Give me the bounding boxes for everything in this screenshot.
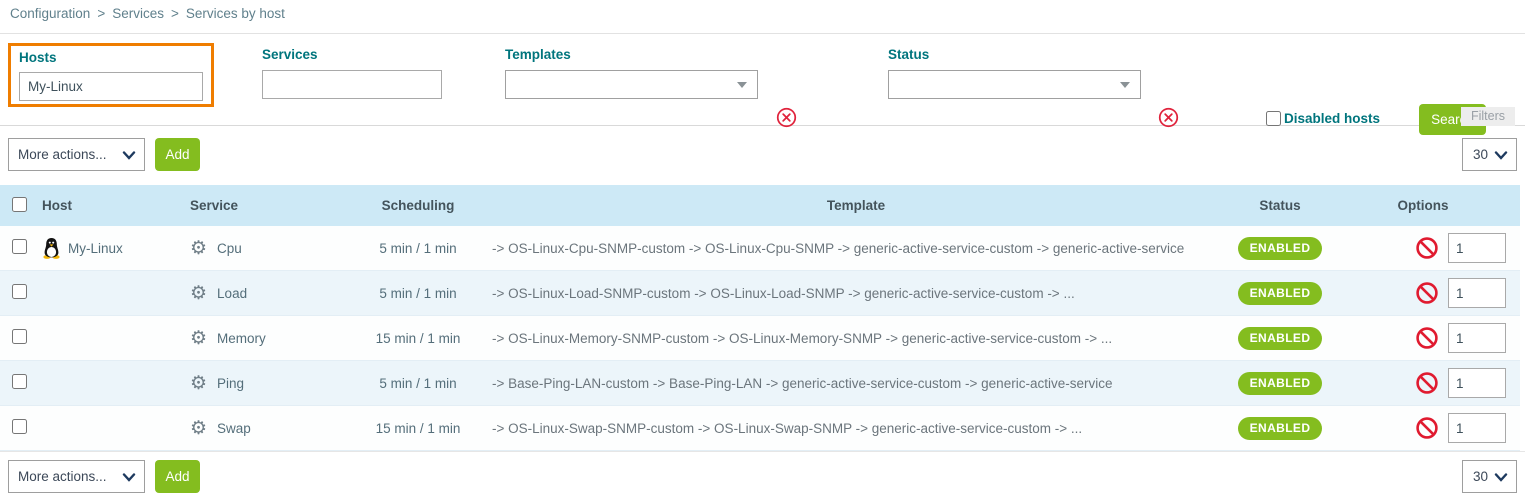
template-chain: -> OS-Linux-Swap-SNMP-custom -> OS-Linux…	[492, 420, 1083, 436]
breadcrumb: Configuration > Services > Services by host	[10, 6, 285, 21]
no-entry-icon[interactable]	[1415, 416, 1439, 440]
services-table: Host Service Scheduling Template Status …	[0, 185, 1520, 451]
breadcrumb-separator: >	[97, 6, 106, 21]
circled-x-icon[interactable]	[1158, 107, 1179, 128]
service-name[interactable]: Cpu	[217, 240, 242, 256]
no-entry-icon[interactable]	[1415, 236, 1439, 260]
status-badge: ENABLED	[1237, 416, 1323, 440]
status-badge: ENABLED	[1237, 236, 1323, 260]
column-header-status[interactable]: Status	[1259, 198, 1301, 213]
no-entry-icon[interactable]	[1415, 281, 1439, 305]
status-badge: ENABLED	[1237, 281, 1323, 305]
template-chain: -> Base-Ping-LAN-custom -> Base-Ping-LAN…	[492, 375, 1113, 391]
templates-filter-select[interactable]	[505, 70, 758, 99]
filter-panel: Hosts Services Templates Status Disabled…	[0, 34, 1525, 135]
row-checkbox[interactable]	[12, 374, 27, 389]
linux-tux-icon	[43, 238, 60, 259]
disabled-hosts-checkbox-wrap[interactable]: Disabled hosts	[1266, 111, 1380, 126]
column-header-template[interactable]: Template	[826, 198, 886, 213]
gear-icon: ⚙	[190, 282, 208, 304]
status-badge: ENABLED	[1237, 371, 1323, 395]
caret-down-icon	[1120, 82, 1130, 88]
hosts-filter-input[interactable]	[19, 72, 203, 101]
table-row: ⚙ Swap 15 min / 1 min -> OS-Linux-Swap-S…	[0, 406, 1520, 451]
breadcrumb-services-by-host[interactable]: Services by host	[185, 6, 285, 21]
template-chain: -> OS-Linux-Load-SNMP-custom -> OS-Linux…	[492, 285, 1075, 301]
options-count-input[interactable]	[1448, 413, 1506, 443]
status-filter-label: Status	[888, 47, 930, 62]
template-chain: -> OS-Linux-Memory-SNMP-custom -> OS-Lin…	[492, 330, 1113, 346]
hosts-filter-highlight: Hosts	[8, 43, 214, 107]
gear-icon: ⚙	[190, 237, 208, 259]
select-all-checkbox[interactable]	[12, 196, 27, 212]
table-row: My-Linux ⚙ Cpu 5 min / 1 min -> OS-Linux…	[0, 226, 1520, 271]
breadcrumb-services[interactable]: Services	[112, 6, 164, 21]
status-filter-select[interactable]	[888, 70, 1141, 99]
caret-down-icon	[737, 82, 747, 88]
toolbar-top: More actions... Add 30	[0, 126, 1525, 185]
options-count-input[interactable]	[1448, 323, 1506, 353]
row-checkbox[interactable]	[12, 284, 27, 299]
no-entry-icon[interactable]	[1415, 371, 1439, 395]
column-header-host[interactable]: Host	[42, 198, 72, 213]
table-body: My-Linux ⚙ Cpu 5 min / 1 min -> OS-Linux…	[0, 226, 1520, 451]
templates-filter-label: Templates	[505, 47, 571, 62]
more-actions-select[interactable]: More actions...	[8, 460, 145, 493]
row-checkbox[interactable]	[12, 419, 27, 434]
scheduling-value: 15 min / 1 min	[375, 420, 461, 436]
page-size-select[interactable]: 30	[1462, 460, 1517, 493]
table-row: ⚙ Load 5 min / 1 min -> OS-Linux-Load-SN…	[0, 271, 1520, 316]
table-row: ⚙ Memory 15 min / 1 min -> OS-Linux-Memo…	[0, 316, 1520, 361]
service-name[interactable]: Memory	[217, 330, 266, 346]
service-name[interactable]: Load	[217, 285, 248, 301]
row-checkbox[interactable]	[12, 239, 27, 254]
host-name[interactable]: My-Linux	[68, 240, 123, 256]
no-entry-icon[interactable]	[1415, 326, 1439, 350]
row-checkbox[interactable]	[12, 329, 27, 344]
hosts-filter-label: Hosts	[19, 50, 57, 65]
breadcrumb-configuration[interactable]: Configuration	[10, 6, 91, 21]
circled-x-icon[interactable]	[776, 107, 797, 128]
filters-tab-label: Filters	[1460, 107, 1515, 126]
column-header-service[interactable]: Service	[190, 198, 239, 213]
services-filter-input[interactable]	[262, 70, 442, 99]
more-actions-select[interactable]: More actions...	[8, 138, 145, 171]
gear-icon: ⚙	[190, 327, 208, 349]
gear-icon: ⚙	[190, 372, 208, 394]
service-name[interactable]: Ping	[217, 375, 245, 391]
template-chain: -> OS-Linux-Cpu-SNMP-custom -> OS-Linux-…	[492, 240, 1185, 256]
options-count-input[interactable]	[1448, 233, 1506, 263]
toolbar-bottom: More actions... Add 30	[0, 451, 1525, 497]
scheduling-value: 5 min / 1 min	[379, 240, 457, 256]
table-header-row: Host Service Scheduling Template Status …	[0, 185, 1520, 226]
options-count-input[interactable]	[1448, 278, 1506, 308]
add-button[interactable]: Add	[155, 138, 200, 171]
add-button[interactable]: Add	[155, 460, 200, 493]
scheduling-value: 5 min / 1 min	[379, 285, 457, 301]
status-badge: ENABLED	[1237, 326, 1323, 350]
scheduling-value: 5 min / 1 min	[379, 375, 457, 391]
services-filter-label: Services	[262, 47, 318, 62]
breadcrumb-separator: >	[170, 6, 179, 21]
disabled-hosts-label: Disabled hosts	[1284, 111, 1381, 126]
column-header-scheduling[interactable]: Scheduling	[381, 198, 455, 213]
column-header-options[interactable]: Options	[1397, 198, 1449, 213]
table-row: ⚙ Ping 5 min / 1 min -> Base-Ping-LAN-cu…	[0, 361, 1520, 406]
options-count-input[interactable]	[1448, 368, 1506, 398]
disabled-hosts-checkbox[interactable]	[1266, 111, 1281, 126]
page-size-select[interactable]: 30	[1462, 138, 1517, 171]
scheduling-value: 15 min / 1 min	[375, 330, 461, 346]
divider	[0, 33, 1525, 34]
gear-icon: ⚙	[190, 417, 208, 439]
service-name[interactable]: Swap	[217, 420, 251, 436]
